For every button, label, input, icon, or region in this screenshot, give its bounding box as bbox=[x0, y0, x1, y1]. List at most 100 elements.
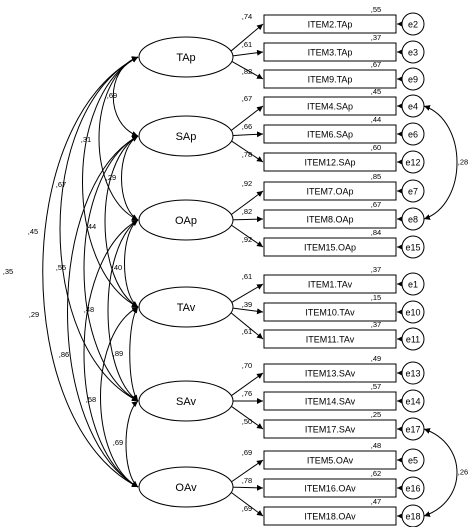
correlation-value: ,35 bbox=[3, 267, 13, 276]
correlation-value: ,29 bbox=[106, 173, 116, 182]
latent-ellipse bbox=[138, 199, 234, 241]
error-circle bbox=[401, 327, 425, 351]
indicator-box bbox=[263, 391, 397, 411]
error-label: e8 bbox=[408, 214, 418, 224]
indicator-item17-sav: ITEM17.SAv bbox=[263, 419, 397, 439]
indicator-label: ITEM7.OAp bbox=[306, 186, 353, 196]
loading-value: ,70 bbox=[242, 361, 252, 370]
indicator-label: ITEM8.OAp bbox=[306, 214, 353, 224]
indicator-item9-tap: ITEM9.TAp bbox=[263, 69, 397, 89]
loading-value: ,92 bbox=[242, 235, 252, 244]
error-circle bbox=[401, 300, 425, 324]
indicator-box bbox=[263, 506, 397, 526]
correlation-value: ,44 bbox=[86, 222, 96, 231]
indicator-label: ITEM9.TAp bbox=[308, 74, 353, 84]
indicator-box bbox=[263, 96, 397, 116]
latent-label: OAp bbox=[175, 215, 197, 227]
error-label: e9 bbox=[408, 74, 418, 84]
loading-value: ,82 bbox=[242, 207, 252, 216]
correlation-value: ,31 bbox=[81, 135, 91, 144]
r-squared-value: ,37 bbox=[371, 320, 381, 329]
loading-arrow-item5-oav bbox=[230, 459, 264, 483]
loading-arrow-item11-tav bbox=[230, 312, 264, 340]
error-term-e7: e7 bbox=[401, 179, 425, 203]
error-label: e13 bbox=[405, 368, 420, 378]
correlation-value: ,69 bbox=[113, 438, 123, 447]
error-term-e11: e11 bbox=[401, 327, 425, 351]
error-covariance-arc-e4-e8 bbox=[423, 105, 458, 220]
correlation-arc-tav-sav bbox=[129, 306, 139, 402]
r-squared-value: ,47 bbox=[371, 497, 381, 506]
latent-ellipse bbox=[138, 115, 234, 157]
latent-ellipse bbox=[138, 286, 234, 328]
correlation-arc-tap-tav bbox=[82, 56, 139, 308]
error-label: e4 bbox=[408, 101, 418, 111]
error-circle bbox=[401, 504, 425, 527]
indicator-label: ITEM6.SAp bbox=[307, 129, 353, 139]
error-covariance-value: ,28 bbox=[458, 157, 468, 166]
latent-ellipse bbox=[138, 466, 234, 508]
error-term-e17: e17 bbox=[401, 417, 425, 441]
correlation-arc-sap-sav bbox=[83, 135, 139, 402]
error-term-e13: e13 bbox=[401, 361, 425, 385]
indicator-label: ITEM13.SAv bbox=[305, 368, 356, 378]
indicator-box bbox=[263, 181, 397, 201]
error-term-e16: e16 bbox=[401, 476, 425, 500]
error-circle bbox=[401, 40, 425, 64]
latent-label: SAp bbox=[176, 131, 197, 143]
correlation-value: ,67 bbox=[56, 180, 66, 189]
correlation-arc-sap-tav bbox=[104, 135, 139, 308]
indicator-item7-oap: ITEM7.OAp bbox=[263, 181, 397, 201]
latent-label: SAv bbox=[176, 396, 196, 408]
indicator-item3-tap: ITEM3.TAp bbox=[263, 42, 397, 62]
error-term-e12: e12 bbox=[401, 150, 425, 174]
loading-value: ,50 bbox=[242, 417, 252, 426]
r-squared-value: ,84 bbox=[371, 228, 381, 237]
correlation-value: ,58 bbox=[86, 395, 96, 404]
indicator-label: ITEM12.SAp bbox=[304, 157, 355, 167]
correlation-arc-sav-oav bbox=[125, 400, 139, 488]
indicator-label: ITEM5.OAv bbox=[307, 455, 354, 465]
r-squared-value: ,62 bbox=[371, 469, 381, 478]
indicator-item4-sap: ITEM4.SAp bbox=[263, 96, 397, 116]
correlation-arc-tap-oav bbox=[42, 56, 139, 488]
latent-sav: SAv bbox=[138, 380, 234, 422]
indicator-label: ITEM14.SAv bbox=[305, 396, 356, 406]
indicator-box bbox=[263, 329, 397, 349]
latent-ellipse bbox=[138, 36, 234, 78]
indicator-label: ITEM18.OAv bbox=[304, 511, 356, 521]
error-term-e5: e5 bbox=[401, 448, 425, 472]
indicator-label: ITEM17.SAv bbox=[305, 424, 356, 434]
loading-arrow-item3-tap bbox=[230, 49, 264, 57]
r-squared-value: ,15 bbox=[371, 293, 381, 302]
error-term-e3: e3 bbox=[401, 40, 425, 64]
loading-value: ,67 bbox=[242, 94, 252, 103]
r-squared-value: ,57 bbox=[371, 382, 381, 391]
indicator-item10-tav: ITEM10.TAv bbox=[263, 302, 397, 322]
indicator-box bbox=[263, 419, 397, 439]
indicator-label: ITEM16.OAv bbox=[304, 483, 356, 493]
error-term-e18: e18 bbox=[401, 504, 425, 527]
loading-arrow-item1-tav bbox=[230, 283, 264, 304]
error-term-e10: e10 bbox=[401, 300, 425, 324]
loading-arrow-item17-sav bbox=[230, 405, 264, 430]
loading-arrow-item6-sap bbox=[230, 131, 264, 138]
loading-value: ,92 bbox=[242, 179, 252, 188]
error-circle bbox=[401, 417, 425, 441]
correlation-arc-oap-tav bbox=[124, 219, 139, 308]
latent-ellipse bbox=[138, 380, 234, 422]
r-squared-value: ,37 bbox=[371, 265, 381, 274]
loading-value: ,61 bbox=[242, 272, 252, 281]
latent-label: TAp bbox=[176, 52, 195, 64]
error-circle bbox=[401, 94, 425, 118]
latent-tap: TAp bbox=[138, 36, 234, 78]
error-covariance-arc-e17-e18 bbox=[423, 428, 458, 517]
error-label: e10 bbox=[405, 307, 420, 317]
error-circle bbox=[401, 476, 425, 500]
loading-value: ,76 bbox=[242, 389, 252, 398]
error-label: e2 bbox=[408, 19, 418, 29]
indicator-item5-oav: ITEM5.OAv bbox=[263, 450, 397, 470]
error-circle bbox=[401, 389, 425, 413]
error-circle bbox=[401, 207, 425, 231]
loading-arrow-item13-sav bbox=[230, 372, 264, 397]
